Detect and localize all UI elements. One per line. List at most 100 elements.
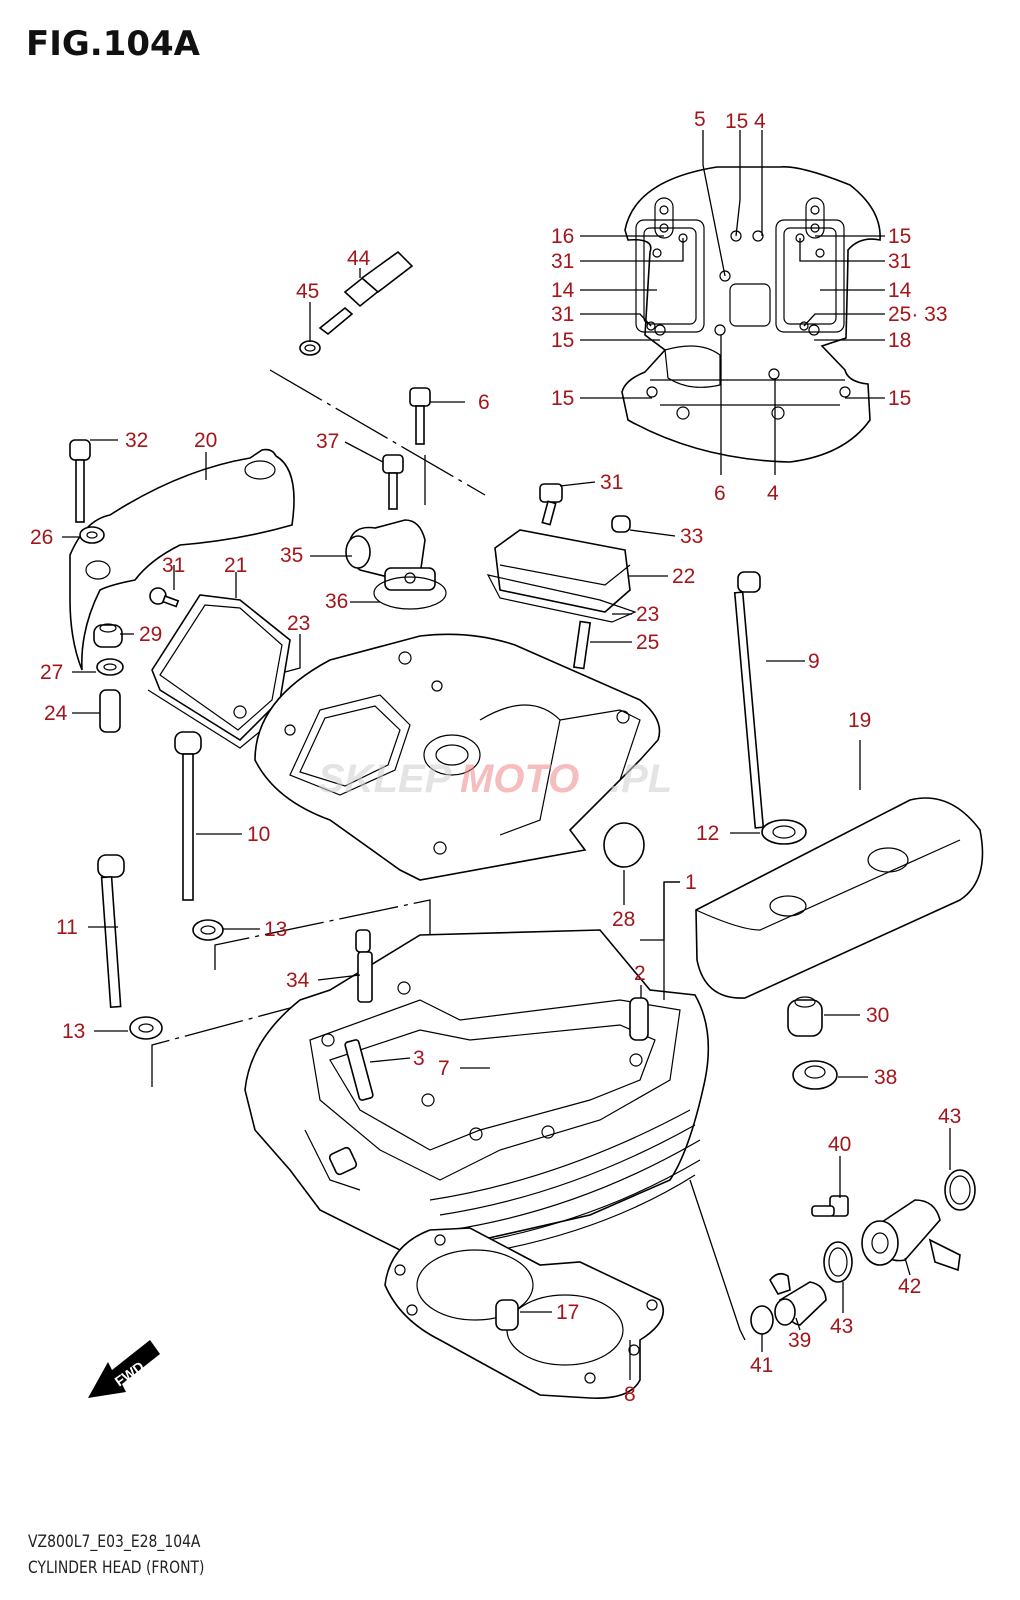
damper-30 [787,996,823,1037]
cylinder-head-top-view [621,166,881,463]
o-ring-41 [750,1305,774,1335]
callout-label: 15 [551,387,574,410]
callout-label: 1 [685,871,697,894]
collar-24 [99,689,121,733]
washer-27 [96,658,124,676]
callout-label: 39 [788,1329,811,1352]
callout-label: 31 [162,554,185,577]
callout-label: 4 [754,110,766,133]
callout-label: 29 [139,623,162,646]
callout-label: 35 [280,544,303,567]
clamp-43-left [823,1241,853,1283]
callout-label: 24 [44,702,68,725]
callout-label: 6 [478,391,490,414]
cylinder-head-cover-right [486,515,637,670]
leader-lines-top-view [580,130,885,475]
water-outlet [345,519,447,610]
screw-31-left [149,587,180,608]
callout-label: 25 [636,631,659,654]
callout-label: 17 [556,1301,579,1324]
callout-label: 6 [714,482,726,505]
forward-direction-arrow: FWD [88,1340,160,1398]
callout-label: 30 [866,1004,889,1027]
temperature-sensor [299,250,414,356]
bolt-40 [811,1195,849,1217]
callout-labels: 5 15 4 16 15 31 31 14 14 31 25· 33 15 18… [30,108,961,1406]
cylinder-head-upper [254,633,661,881]
callout-label: 11 [56,916,78,939]
diagram-name: CYLINDER HEAD (FRONT) [28,1558,205,1578]
callout-label: 36 [325,590,348,613]
bolt-32 [69,439,91,523]
side-cover-19 [695,797,984,999]
callout-label: 8 [624,1383,636,1406]
guide-line [214,899,431,970]
callout-label: 14 [888,279,912,302]
callout-label: 23 [636,603,659,626]
clamp-43-right [944,1169,976,1211]
callout-label: 33 [680,525,703,548]
callout-label: 31 [888,250,911,273]
spark-plug-3 [344,1039,374,1101]
dowel-pin-2 [629,997,649,1041]
callout-label: 25· 33 [888,303,948,326]
hose-42 [861,1199,961,1272]
callout-label: 26 [30,526,53,549]
callout-label: 45 [296,280,319,303]
leader-lines-main [62,401,951,1380]
callout-label: 42 [898,1275,921,1298]
callout-label: 31 [551,303,574,326]
damper-29 [93,623,123,648]
callout-label: 13 [264,918,287,941]
callout-label: 37 [316,430,339,453]
callout-label: 28 [612,908,635,931]
callout-label: 22 [672,565,695,588]
washer-13-lower [129,1016,163,1040]
callout-label: 2 [634,962,646,985]
callout-label: 43 [938,1105,961,1128]
washer-26 [79,526,105,544]
callout-label: 44 [347,247,371,270]
spark-plug-34 [355,929,373,1003]
callout-label: 32 [125,429,148,452]
engine-bracket [69,448,295,671]
dowel-pin-17 [495,1299,519,1331]
cylinder-head-gasket [384,1227,665,1399]
callout-label: 18 [888,329,911,352]
callout-label: 16 [551,225,574,248]
callout-label: 4 [767,482,779,505]
callout-label: 40 [828,1133,851,1156]
callout-label: 41 [750,1354,773,1377]
guide-line [151,999,331,1087]
callout-label: 31 [551,250,574,273]
callout-label: 10 [247,823,270,846]
watermark: SKLEP MOTO .PL [318,757,672,801]
bolt-37 [382,454,404,510]
callout-label: 15 [888,225,911,248]
callout-label: 20 [194,429,217,452]
callout-label: 9 [808,650,820,673]
callout-label: 3 [413,1047,425,1070]
callout-label: 27 [40,661,63,684]
union-39 [769,1272,827,1326]
callout-label: 43 [830,1315,853,1338]
plug-28 [603,822,645,868]
watermark-suffix: .PL [610,757,672,801]
callout-label: 14 [551,279,575,302]
bolt-6 [409,387,431,445]
callout-label: 21 [224,554,247,577]
washer-12 [761,819,807,845]
callout-label: 15 [551,329,574,352]
watermark-text-red: MOTO [460,757,579,801]
bolt-10 [174,731,202,901]
washer-13-upper [192,919,224,941]
callout-label: 23 [287,612,310,635]
callout-label: 38 [874,1066,897,1089]
callout-label: 34 [286,969,310,992]
callout-label: 5 [694,108,706,131]
watermark-text: SKLEP [318,757,452,801]
bolt-31-center [539,483,563,526]
guide-line [269,369,486,496]
callout-label: 31 [600,471,623,494]
